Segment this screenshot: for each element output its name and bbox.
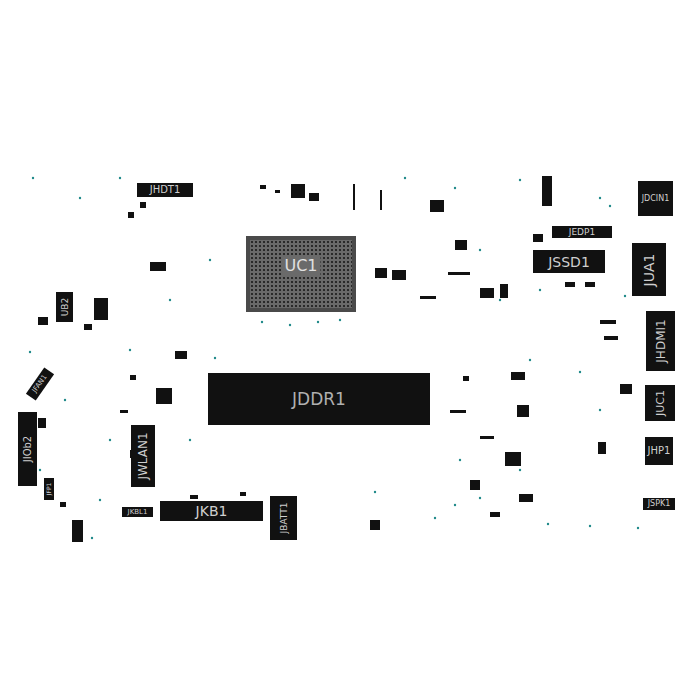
connector-footprint: JKB1 — [160, 501, 263, 521]
part-label: JSSD1 — [548, 255, 590, 269]
part-label: JBATT1 — [279, 503, 288, 534]
connector-footprint: JIOb2 — [18, 412, 37, 486]
part-label: JHP1 — [648, 446, 671, 456]
part-label: JIOb2 — [23, 436, 33, 462]
connector-footprint: JSPK1 — [643, 498, 675, 510]
part-label: JUA1 — [642, 253, 656, 286]
cpu-package — [246, 236, 356, 312]
part-label: JHDMI1 — [655, 319, 667, 362]
part-label: JHDT1 — [150, 185, 181, 195]
connector-footprint: JKBL1 — [122, 507, 153, 517]
part-label: UB2 — [60, 298, 69, 317]
connector-footprint: JEDP1 — [552, 226, 612, 238]
connector-footprint: JHP1 — [645, 437, 673, 465]
connector-footprint: JUA1 — [632, 243, 666, 296]
connector-footprint: JDCIN1 — [638, 181, 673, 216]
connector-footprint: JFAN1 — [26, 367, 54, 400]
test-points — [29, 177, 639, 539]
part-label: JSPK1 — [648, 500, 671, 508]
connector-footprint: JBATT1 — [270, 496, 297, 540]
part-label: UC1 — [281, 257, 320, 275]
connector-footprint: JUC1 — [645, 385, 675, 421]
connector-footprint: JWLAN1 — [131, 425, 155, 487]
part-label: JDCIN1 — [642, 195, 670, 203]
connector-footprint: JSSD1 — [533, 250, 605, 273]
connector-footprint: JFP1 — [44, 478, 54, 500]
connector-footprint: UB2 — [56, 292, 73, 322]
connector-footprint: JDDR1 — [208, 373, 430, 425]
cpu-chip: UC1 — [246, 236, 356, 312]
part-label: JKBL1 — [128, 509, 148, 516]
part-label: JEDP1 — [569, 228, 595, 237]
part-label: JFAN1 — [31, 374, 48, 394]
small-parts — [38, 176, 632, 542]
part-label: JUC1 — [655, 390, 666, 416]
part-label: JFP1 — [46, 483, 52, 496]
connector-footprint: JHDT1 — [137, 183, 193, 197]
connector-footprint: JHDMI1 — [646, 311, 675, 371]
part-label: JDDR1 — [292, 391, 346, 408]
part-label: JKB1 — [196, 504, 228, 518]
part-label: JWLAN1 — [137, 432, 149, 479]
